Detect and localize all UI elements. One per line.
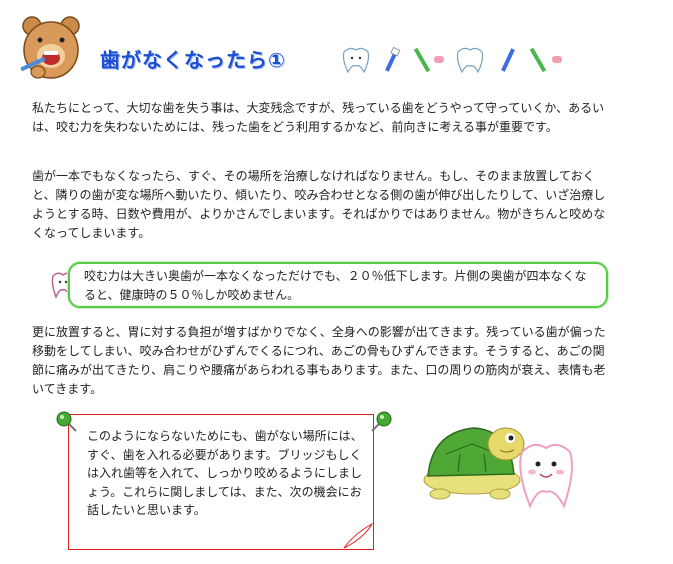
pin-icon [56,411,77,432]
advice-note: このようにならないためにも、歯がない場所には、すぐ、歯を入れる必要があります。ブ… [68,414,374,550]
pin-icon [371,411,392,432]
tooth-icon [519,443,573,509]
turtle-icon [423,427,573,509]
page-title: 歯がなくなったら① [100,48,286,72]
bite-force-note-text: 咬む力は大きい奥歯が一本なくなっただけでも、２０％低下します。片側の奥歯が四本な… [84,269,587,302]
bite-force-note: 咬む力は大きい奥歯が一本なくなっただけでも、２０％低下します。片側の奥歯が四本な… [68,262,608,308]
page-fold-corner [343,522,374,549]
intro-paragraph: 私たちにとって、大切な歯を失う事は、大変残念ですが、残っている歯をどうやって守っ… [32,101,605,134]
body-paragraph: 更に放置すると、胃に対する負担が増すばかりでなく、全身への影響が出てきます。残っ… [32,325,606,396]
advice-note-text: このようにならないためにも、歯がない場所には、すぐ、歯を入れる必要があります。ブ… [87,429,363,517]
tooth-icon [342,47,370,74]
toothbrush-icon [385,46,401,72]
tooth-toothbrush-decoration [342,46,562,74]
toothbrush-icon [413,47,444,73]
body-paragraph: 歯が一本でもなくなったら、すぐ、その場所を治療しなければなりません。もし、そのま… [32,169,606,240]
toothbrush-icon [501,48,515,72]
tooth-icon [456,47,484,74]
toothbrush-icon [529,47,562,73]
bear-icon [20,16,80,79]
